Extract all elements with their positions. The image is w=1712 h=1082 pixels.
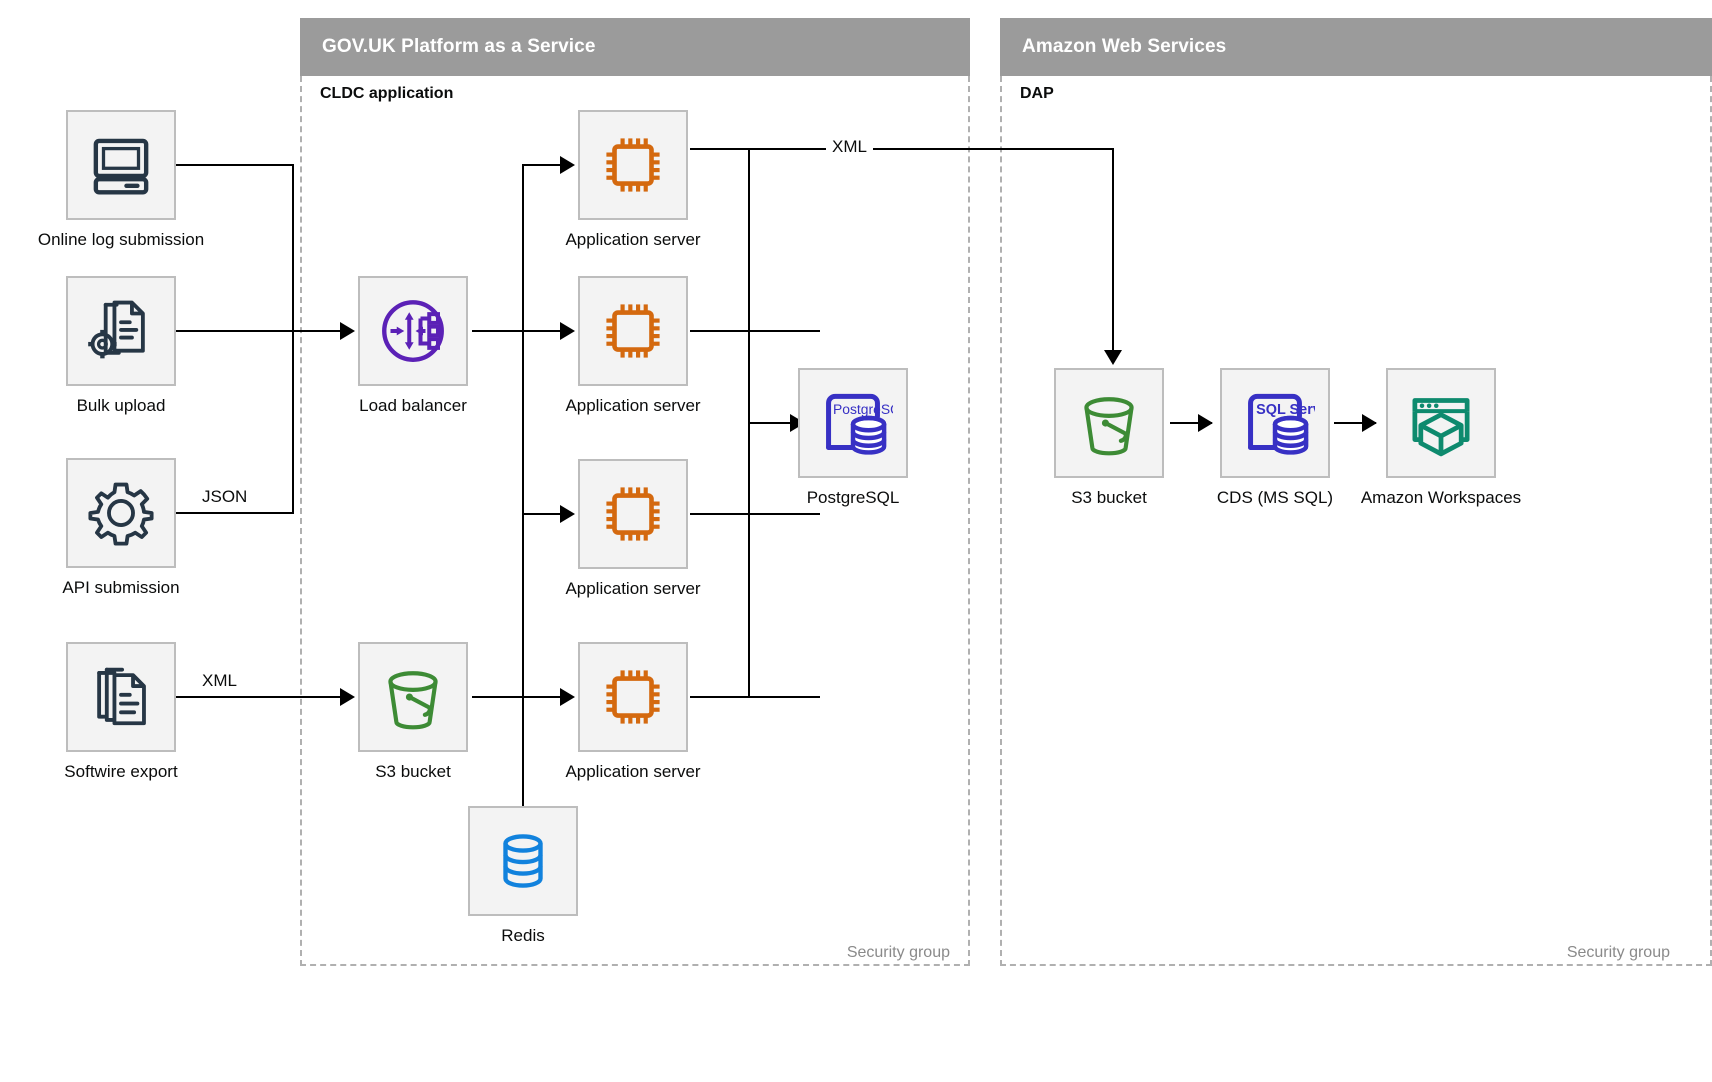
edge-api-to-bus: [176, 512, 294, 514]
node-label-cds-ms-sql: CDS (MS SQL): [1216, 488, 1334, 507]
group-body-aws: [1000, 76, 1712, 966]
edge-s3-aws-to-cds: [1170, 422, 1212, 424]
s3-bucket-icon: [1084, 397, 1134, 456]
edge-online-log-down: [292, 164, 294, 330]
node-label-bulk-upload: Bulk upload: [76, 396, 166, 415]
edge-appserver-2-out: [690, 330, 820, 332]
node-s3-bucket-aws[interactable]: [1054, 368, 1164, 478]
arrow-into-appserver-2: [560, 322, 575, 340]
node-label-postgresql: PostgreSQL: [806, 488, 900, 507]
arrow-into-load-balancer: [340, 322, 355, 340]
postgresql-badge-text: PostgreSQL: [833, 401, 893, 417]
node-app-server-1[interactable]: [578, 110, 688, 220]
edge-label-xml-softwire: XML: [196, 671, 243, 691]
node-redis[interactable]: [468, 806, 578, 916]
node-s3-bucket-paas[interactable]: [358, 642, 468, 752]
arrow-into-s3-paas: [340, 688, 355, 706]
cpu-chip-icon: [606, 304, 660, 358]
arrow-into-s3-aws: [1104, 350, 1122, 365]
node-label-app-server-3: Application server: [565, 579, 701, 598]
node-label-app-server-1: Application server: [565, 230, 701, 249]
cpu-chip-icon: [606, 487, 660, 541]
edge-bulk-upload-to-lb: [176, 330, 344, 332]
edge-s3-paas-to-appserver-4: [472, 696, 572, 698]
node-label-api-submission: API submission: [62, 578, 180, 597]
sql-server-badge-text: SQL Server: [1256, 402, 1315, 418]
node-online-log-submission[interactable]: [66, 110, 176, 220]
group-subtitle-cldc-application: CLDC application: [320, 85, 454, 102]
edge-label-xml-appserver: XML: [826, 137, 873, 157]
group-header-paas: GOV.UK Platform as a Service: [300, 18, 970, 76]
arrow-into-appserver-1: [560, 156, 575, 174]
group-title-aws: Amazon Web Services: [1022, 36, 1227, 57]
edge-xml-to-aws: [690, 148, 1114, 150]
edge-softwire-to-s3: [176, 696, 344, 698]
edge-label-json: JSON: [196, 487, 254, 507]
node-amazon-workspaces[interactable]: [1386, 368, 1496, 478]
workspaces-cube-icon: [1412, 398, 1470, 457]
edge-bus-to-appserver-1: [522, 164, 572, 166]
load-balancer-icon: [382, 300, 444, 362]
node-load-balancer[interactable]: [358, 276, 468, 386]
group-body-paas: [300, 76, 970, 966]
s3-bucket-icon: [388, 671, 438, 730]
node-label-softwire-export: Softwire export: [64, 762, 178, 781]
group-header-aws: Amazon Web Services: [1000, 18, 1712, 76]
node-label-s3-bucket-aws: S3 bucket: [1071, 488, 1147, 507]
edge-lb-bus-vertical: [522, 164, 524, 802]
node-cds-ms-sql[interactable]: SQL Server: [1220, 368, 1330, 478]
security-group-label-paas: Security group: [846, 944, 950, 961]
node-label-load-balancer: Load balancer: [359, 396, 467, 415]
edge-collect-to-postgresql: [748, 422, 808, 424]
node-label-amazon-workspaces: Amazon Workspaces: [1360, 488, 1522, 507]
node-softwire-export[interactable]: [66, 642, 176, 752]
group-title-paas: GOV.UK Platform as a Service: [322, 36, 596, 57]
node-postgresql[interactable]: PostgreSQL: [798, 368, 908, 478]
edge-bus-to-appserver-3: [522, 513, 572, 515]
node-app-server-3[interactable]: [578, 459, 688, 569]
node-label-app-server-4: Application server: [565, 762, 701, 781]
gear-icon: [88, 482, 154, 546]
arrow-into-workspaces: [1362, 414, 1377, 432]
group-subtitle-dap: DAP: [1020, 85, 1054, 102]
node-label-redis: Redis: [501, 926, 545, 945]
arrow-into-appserver-3: [560, 505, 575, 523]
node-app-server-4[interactable]: [578, 642, 688, 752]
security-group-label-aws: Security group: [1566, 944, 1670, 961]
arrow-into-cds: [1198, 414, 1213, 432]
node-app-server-2[interactable]: [578, 276, 688, 386]
node-label-app-server-2: Application server: [565, 396, 701, 415]
edge-xml-down-to-s3-aws: [1112, 148, 1114, 354]
sql-server-database-icon: SQL Server: [1248, 393, 1315, 455]
edge-online-log-to-bus: [176, 164, 294, 166]
node-label-s3-bucket-paas: S3 bucket: [375, 762, 451, 781]
edge-cds-to-workspaces: [1334, 422, 1376, 424]
node-label-online-log-submission: Online log submission: [37, 230, 205, 249]
cpu-chip-icon: [606, 670, 660, 724]
node-api-submission[interactable]: [66, 458, 176, 568]
redis-database-icon: [503, 834, 543, 888]
documents-stack-icon: [97, 667, 146, 726]
postgresql-database-icon: PostgreSQL: [826, 393, 893, 455]
edge-redis-to-bus: [522, 696, 524, 820]
node-bulk-upload[interactable]: [66, 276, 176, 386]
edge-appserver-3-out: [690, 513, 820, 515]
edge-appserver-4-out: [690, 696, 820, 698]
edge-api-up: [292, 330, 294, 514]
desktop-computer-icon: [93, 138, 149, 195]
document-gear-icon: [88, 300, 145, 359]
cpu-chip-icon: [606, 138, 660, 192]
